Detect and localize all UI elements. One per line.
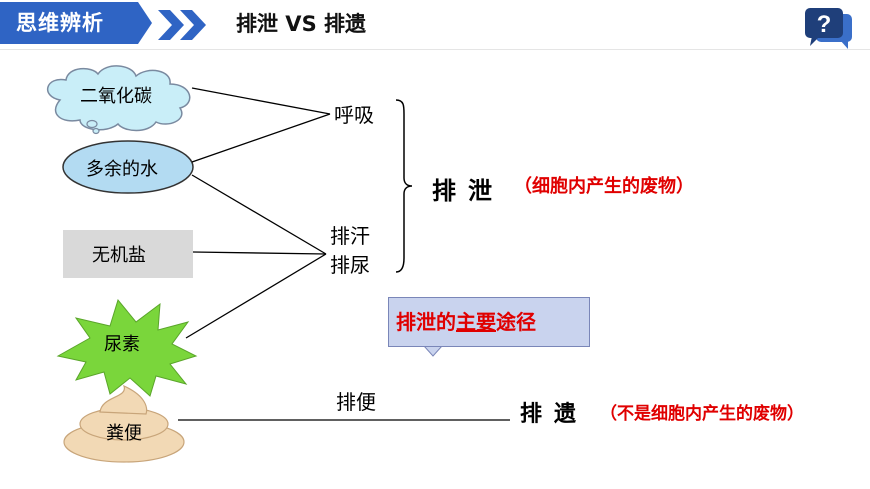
callout-pointer xyxy=(422,345,444,357)
co2-cloud-shape xyxy=(47,65,191,135)
route-sweat-label: 排汗 xyxy=(330,224,370,248)
node-feces-label: 粪便 xyxy=(106,423,142,444)
line-water-breath xyxy=(191,113,331,163)
line-water-excrete xyxy=(191,174,327,255)
route-defecate-label: 排便 xyxy=(336,390,376,414)
callout-emphasis: 主要 xyxy=(456,310,496,334)
callout-suffix: 途径 xyxy=(496,310,536,334)
node-co2-label: 二氧化碳 xyxy=(80,86,152,107)
line-co2-breath xyxy=(191,87,331,115)
urea-burst-shape xyxy=(56,298,198,397)
line-salt-excrete xyxy=(192,251,327,255)
water-ellipse-shape xyxy=(62,140,194,194)
section-tab: 思维辨析 xyxy=(0,2,152,44)
line-urea-excrete xyxy=(185,253,327,339)
egestion-label: 排遗 xyxy=(520,402,589,427)
page-title: 排泄 VS 排遗 xyxy=(236,12,366,36)
callout-prefix: 排泄的 xyxy=(396,310,456,334)
header: 思维辨析 排泄 VS 排遗 ? xyxy=(0,0,870,50)
double-chevron-right-icon xyxy=(158,10,206,40)
node-urea-label: 尿素 xyxy=(104,334,140,355)
svg-text:?: ? xyxy=(817,11,832,38)
feces-mound-shape xyxy=(63,384,185,463)
route-urine-label: 排尿 xyxy=(330,253,370,277)
node-salt-label: 无机盐 xyxy=(92,245,146,266)
grouping-bracket xyxy=(395,99,413,273)
excretion-label: 排泄 xyxy=(432,177,504,205)
connector-lines xyxy=(178,87,510,421)
callout-text: 排泄的主要途径 xyxy=(396,306,536,335)
question-chat-icon[interactable]: ? xyxy=(802,4,856,50)
egestion-note: （不是细胞内产生的废物） xyxy=(600,404,804,424)
route-breath-label: 呼吸 xyxy=(334,103,374,127)
callout-box xyxy=(388,297,590,347)
node-water-label: 多余的水 xyxy=(86,159,158,180)
excretion-note: （细胞内产生的废物） xyxy=(514,176,694,197)
salt-box xyxy=(63,230,193,278)
header-divider xyxy=(0,49,870,50)
